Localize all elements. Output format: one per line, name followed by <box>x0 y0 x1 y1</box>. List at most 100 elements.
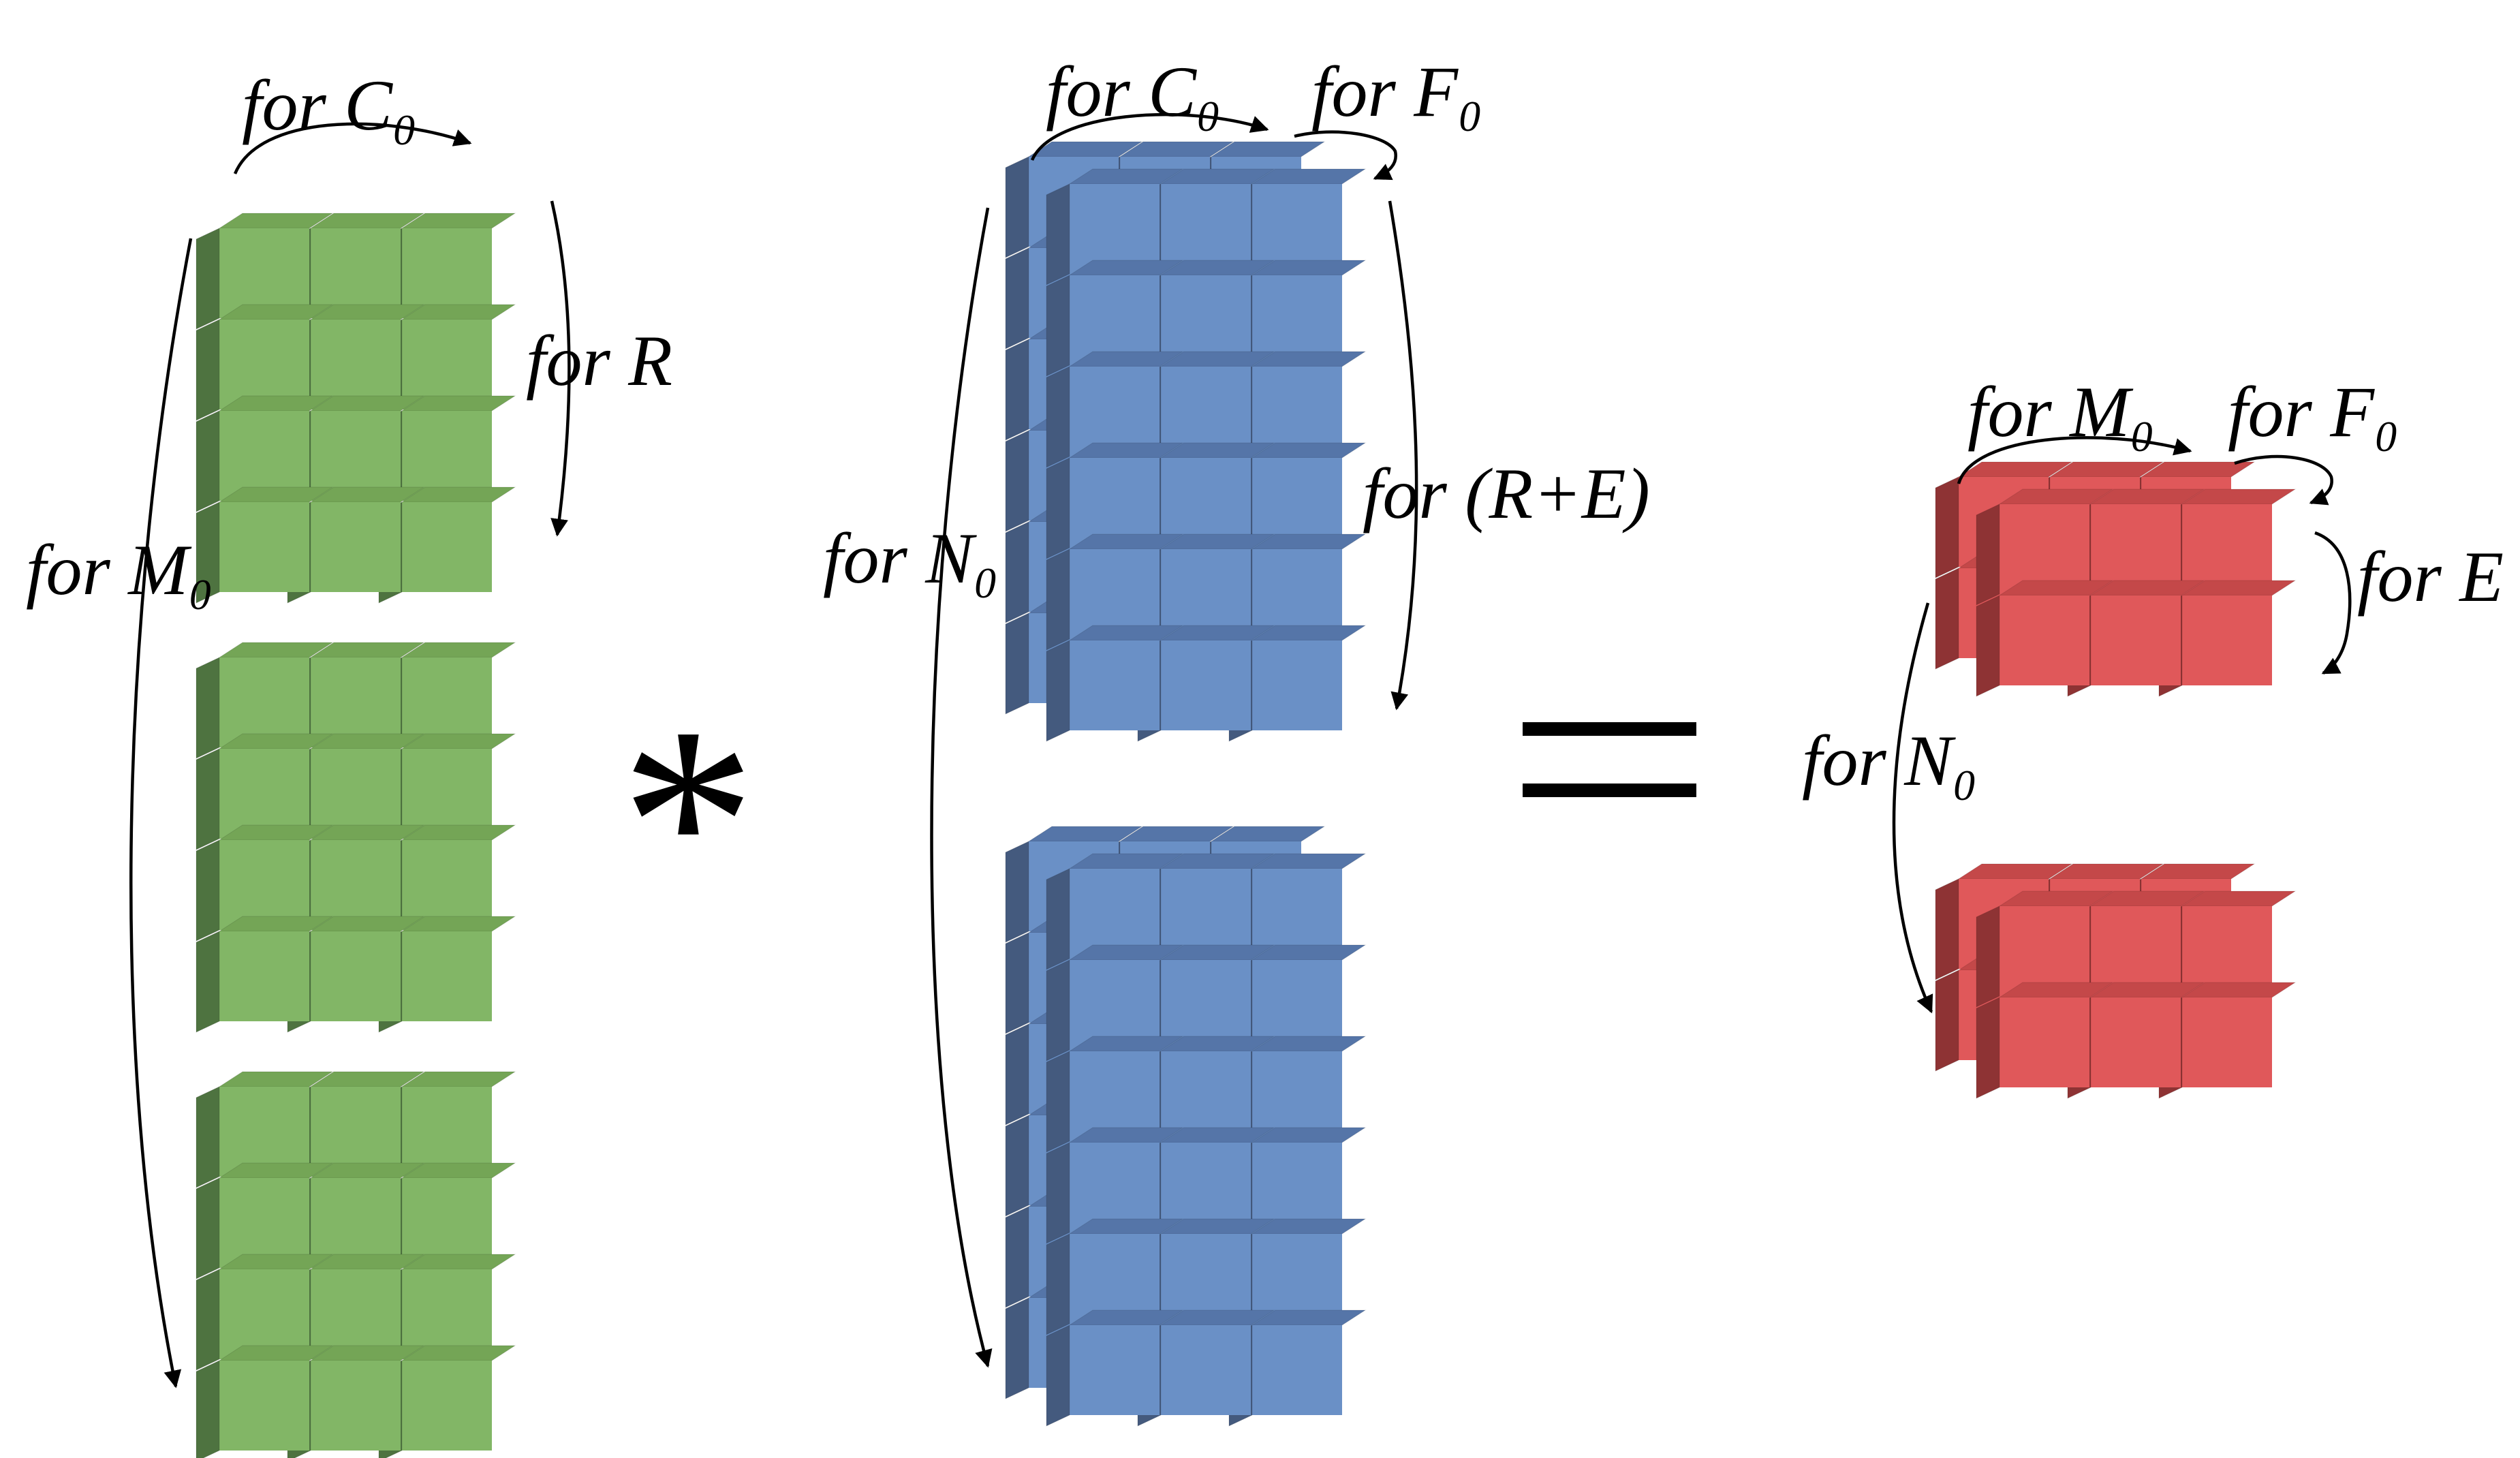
cube-side-face <box>1046 1324 1070 1427</box>
cube-front-face <box>2091 504 2181 594</box>
cube-front-face <box>402 840 492 930</box>
cube-side-face <box>1005 612 1029 715</box>
cube <box>196 486 334 604</box>
cube-side-face <box>196 1360 220 1458</box>
cube-front-face <box>1252 1234 1342 1324</box>
cube-side-face <box>1005 247 1029 350</box>
cube-front-face <box>2000 595 2089 685</box>
cube-front-face <box>1252 367 1342 456</box>
cube-front-face <box>2182 997 2272 1087</box>
cube-front-face <box>219 749 309 839</box>
cube-front-face <box>1252 1143 1342 1232</box>
cube-front-face <box>402 1087 492 1177</box>
filter-m-label: for M₀ <box>26 530 213 610</box>
cube-front-face <box>1070 549 1160 639</box>
cube-front-face <box>402 1361 492 1451</box>
cube-side-face <box>1005 521 1029 623</box>
cube-front-face <box>1070 1143 1160 1232</box>
cube <box>1046 1218 1184 1335</box>
cube <box>287 1254 425 1371</box>
cube-front-face <box>1161 1143 1251 1232</box>
cube-front-face <box>311 657 401 747</box>
cube-side-face <box>1046 1233 1070 1335</box>
cube-side-face <box>1005 1206 1029 1308</box>
output-block-1 <box>1935 461 2297 697</box>
cube-side-face <box>1046 1142 1070 1244</box>
cube-side-face <box>1046 457 1070 559</box>
cube-side-face <box>1005 1297 1029 1399</box>
input-n-arrow <box>930 207 993 1368</box>
output-block-2 <box>1935 863 2297 1099</box>
cube-front-face <box>2091 595 2181 685</box>
cube-front-face <box>402 228 492 318</box>
cube-front-face <box>311 228 401 318</box>
cube-front-face <box>2000 504 2089 594</box>
cube-front-face <box>1161 1325 1251 1415</box>
filter-r-arrow <box>550 200 571 537</box>
cube-front-face <box>1252 184 1342 274</box>
output-f-label: for F₀ <box>2228 372 2399 452</box>
filter-r-label: for R <box>526 321 672 401</box>
cube-side-face <box>196 931 220 1033</box>
cube-side-face <box>1005 1023 1029 1126</box>
cube-front-face <box>311 1087 401 1177</box>
cube-front-face <box>1161 960 1251 1050</box>
cube-front-face <box>311 1178 401 1268</box>
cube-front-face <box>402 1269 492 1359</box>
cube <box>196 733 334 850</box>
equals-operator <box>1523 722 1696 797</box>
cube-side-face <box>1976 595 2000 697</box>
cube-front-face <box>1070 184 1160 274</box>
cube <box>196 824 334 942</box>
cube-front-face <box>1252 869 1342 959</box>
cube <box>1046 442 1184 559</box>
cube-front-face <box>2000 997 2089 1087</box>
cube-front-face <box>2182 504 2272 594</box>
cube-front-face <box>1252 640 1342 730</box>
cube <box>196 642 334 759</box>
cube-front-face <box>311 320 401 409</box>
cube-front-face <box>1161 1051 1251 1141</box>
cube-front-face <box>1161 640 1251 730</box>
cube-front-face <box>2091 997 2181 1087</box>
cube-front-face <box>1252 1051 1342 1141</box>
cube-front-face <box>219 1361 309 1451</box>
cube-side-face <box>1005 841 1029 943</box>
cube <box>196 395 334 512</box>
cube-front-face <box>2091 906 2181 996</box>
cube <box>196 1071 334 1188</box>
filter-c-label: for C₀ <box>242 65 418 145</box>
cube-side-face <box>1935 476 1959 578</box>
cube-front-face <box>219 657 309 747</box>
input-c-arrow <box>1030 112 1269 161</box>
cube-side-face <box>1935 970 1959 1072</box>
cube-front-face <box>311 1269 401 1359</box>
cube-front-face <box>402 1178 492 1268</box>
cube <box>196 916 334 1033</box>
cube-side-face <box>196 1086 220 1188</box>
cube <box>196 1254 334 1371</box>
input-block-2 <box>1005 826 1367 1427</box>
input-n-label: for N₀ <box>823 518 999 598</box>
cube-front-face <box>219 1178 309 1268</box>
cube <box>196 1162 334 1279</box>
multiply-operator: * <box>620 670 756 972</box>
input-re-arrow <box>1388 200 1418 711</box>
cube-front-face <box>1070 960 1160 1050</box>
cube-front-face <box>1252 960 1342 1050</box>
cube-front-face <box>1161 367 1251 456</box>
cube-front-face <box>219 411 309 501</box>
cube-front-face <box>2182 595 2272 685</box>
cube-front-face <box>402 320 492 409</box>
cube-front-face <box>402 502 492 592</box>
cube <box>1976 488 2114 606</box>
cube-side-face <box>196 228 220 330</box>
cube <box>1976 890 2114 1008</box>
cube-front-face <box>1252 275 1342 365</box>
cube-front-face <box>1070 367 1160 456</box>
cube-front-face <box>402 411 492 501</box>
cube-front-face <box>1252 1325 1342 1415</box>
cube <box>196 213 334 330</box>
filter-block-2 <box>196 642 516 1033</box>
cube-front-face <box>311 502 401 592</box>
